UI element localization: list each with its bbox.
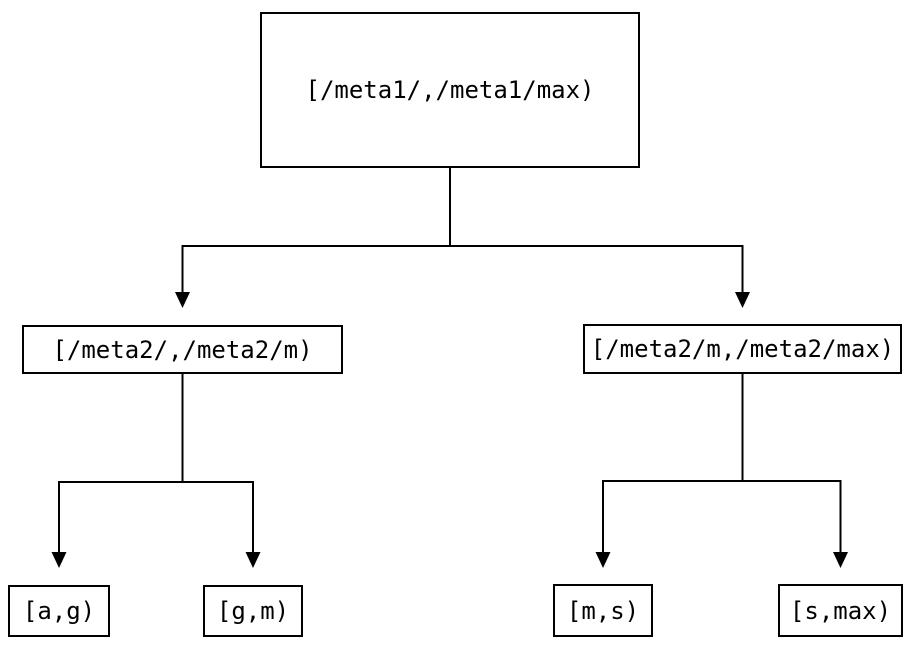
node-right-left: [m,s) [553, 584, 653, 637]
arrowhead-down-icon [175, 292, 190, 308]
node-right: [/meta2/m,/meta2/max) [583, 324, 902, 374]
node-left: [/meta2/,/meta2/m) [22, 325, 343, 374]
arrowhead-down-icon [595, 552, 611, 568]
node-left-left: [a,g) [8, 585, 110, 637]
arrowhead-down-icon [735, 292, 750, 308]
node-root: [/meta1/,/meta1/max) [260, 12, 640, 168]
arrowhead-down-icon [51, 552, 67, 568]
node-left-right: [g,m) [203, 585, 303, 637]
arrowhead-down-icon [833, 552, 848, 568]
arrowhead-down-icon [245, 552, 261, 568]
node-right-right: [s,max) [778, 584, 903, 637]
